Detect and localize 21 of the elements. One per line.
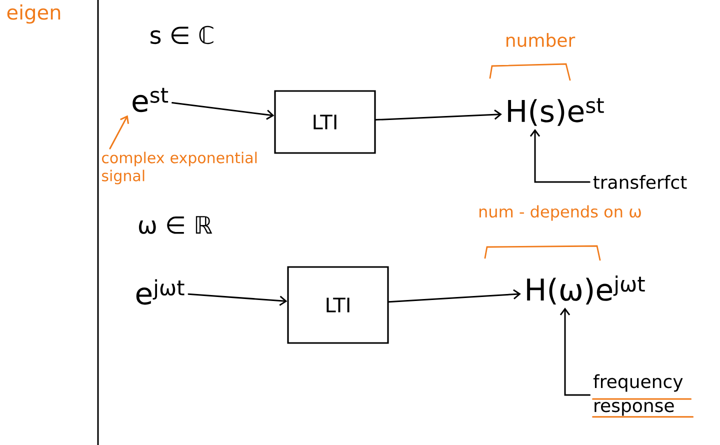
arrow bbox=[109, 115, 130, 150]
note-text: transferfct bbox=[593, 175, 687, 189]
formula: e$^{jωt}$ bbox=[136, 279, 184, 305]
arrow bbox=[388, 289, 521, 303]
annotation-text: eigen bbox=[7, 4, 60, 24]
arrow bbox=[560, 308, 591, 396]
annotation-text: num - depends on ω bbox=[480, 205, 641, 221]
arrow bbox=[172, 102, 274, 120]
note-text: frequency response bbox=[592, 374, 694, 418]
process-box: LTI bbox=[287, 266, 389, 344]
arrow bbox=[188, 293, 288, 306]
formula: H(ω)e$^{jωt}$ bbox=[527, 276, 645, 304]
formula: H(s)e$^{st}$ bbox=[508, 98, 604, 126]
annotation-text: number bbox=[506, 33, 576, 47]
process-box: LTI bbox=[274, 90, 376, 154]
formula: e$^{st}$ bbox=[132, 88, 168, 112]
annotation-text: complex exponential signal bbox=[102, 152, 257, 184]
arrow bbox=[375, 110, 502, 121]
set-label: ω ∈ ℝ bbox=[138, 216, 212, 234]
set-label: s ∈ ℂ bbox=[150, 26, 214, 44]
arrow bbox=[530, 129, 590, 183]
